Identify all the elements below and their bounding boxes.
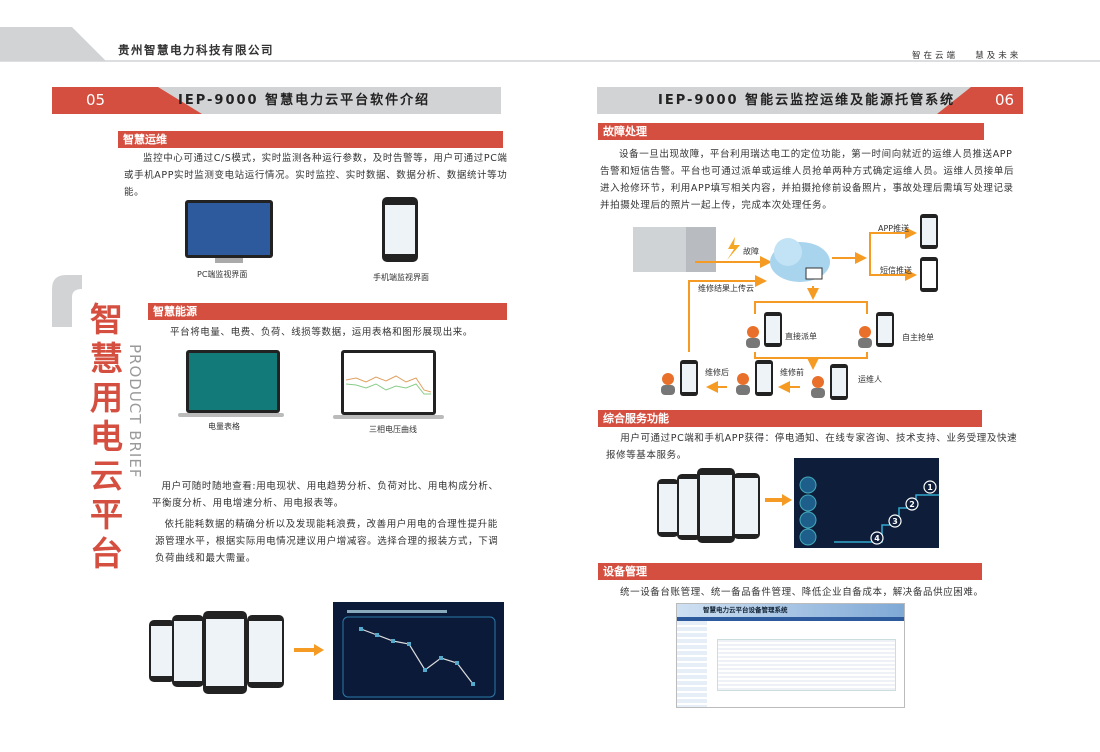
label-before: 维修前: [780, 368, 804, 377]
section-header-ops: 智慧运维: [118, 131, 503, 148]
section-header-energy: 智慧能源: [148, 303, 507, 320]
caption-phone: 手机端监视界面: [373, 273, 429, 282]
energy-analysis-text: 用户可随时随地查看:用电现状、用电趋势分析、负荷对比、用电构成分析、平衡度分析、…: [152, 481, 499, 509]
arrow-right-icon: [294, 644, 324, 656]
equipment-system-screenshot: 智慧电力云平台设备管理系统: [676, 603, 905, 708]
energy-saving-text: 依托能耗数据的精确分析以及发现能耗浪费，改善用户用电的合理性提升能源管理水平，根…: [155, 519, 499, 564]
laptop-base: [333, 415, 444, 419]
pc-monitor-image: [185, 200, 273, 258]
slogan: 智在云端 慧及未来: [912, 51, 1022, 61]
label-after: 维修后: [705, 368, 729, 377]
phone-image: [247, 615, 284, 688]
energy-text: 平台将电量、电费、负荷、线损等数据，运用表格和图形展现出来。: [170, 327, 474, 338]
label-app-push: APP推送: [878, 224, 910, 233]
ops-text: 监控中心可通过C/S模式，实时监测各种运行参数，及时告警等，用户可通过PC端或手…: [124, 153, 508, 198]
svg-text:2: 2: [909, 500, 915, 509]
fault-text: 设备一旦出现故障，平台利用瑞达电工的定位功能，第一时间向就近的运维人员推送APP…: [600, 149, 1015, 211]
label-grab: 自主抢单: [902, 333, 934, 342]
section-header-fault: 故障处理: [598, 123, 984, 140]
lightning-icon: [727, 237, 740, 260]
laptop-curve-image: [341, 350, 436, 415]
switchgear-image: [633, 227, 693, 272]
caption-table: 电量表格: [208, 422, 240, 431]
service-menu-image: 1 2 3 4: [794, 458, 939, 548]
page-title: IEP-9000 智能云监控运维及能源托管系统: [658, 93, 956, 108]
label-dispatch: 直接派单: [785, 332, 817, 341]
page-number: 06: [995, 91, 1015, 109]
label-staff: 运维人: [858, 375, 882, 384]
section-header-equipment: 设备管理: [598, 563, 982, 580]
equipment-text: 统一设备台账管理、统一备品备件管理、降低企业自备成本，解决备品供应困难。: [620, 587, 984, 598]
phone-image: [733, 473, 760, 539]
caption-curve: 三相电压曲线: [369, 425, 417, 434]
phone-image: [697, 468, 735, 543]
page-title: IEP-9000 智慧电力云平台软件介绍: [178, 93, 431, 108]
fault-workflow-diagram: [633, 214, 938, 400]
label-sms-push: 短信推送: [880, 266, 912, 275]
page-number: 05: [86, 91, 106, 109]
company-name: 贵州智慧电力科技有限公司: [118, 43, 274, 57]
load-curve-chart-image: [333, 602, 504, 700]
side-title: 智慧用电云平台: [90, 300, 123, 573]
svg-text:4: 4: [874, 534, 880, 543]
screenshot-title: 智慧电力云平台设备管理系统: [677, 604, 904, 617]
title-red-tab: [937, 87, 1023, 114]
service-text: 用户可通过PC端和手机APP获得：停电通知、在线专家咨询、技术支持、业务受理及快…: [606, 433, 1018, 461]
monitor-stand: [215, 258, 243, 263]
caption-pc: PC端监视界面: [197, 270, 248, 279]
section-header-service: 综合服务功能: [598, 410, 982, 427]
phone-image: [203, 611, 247, 694]
label-upload: 维修结果上传云: [698, 284, 754, 293]
phone-image: [172, 615, 204, 687]
phone-image: [382, 197, 418, 262]
svg-text:3: 3: [892, 517, 898, 526]
side-subtitle: PRODUCT BRIEF: [126, 344, 144, 479]
svg-text:1: 1: [927, 483, 933, 492]
worker-icon: [661, 326, 872, 398]
title-red-tab: [52, 87, 202, 114]
laptop-base: [178, 413, 284, 417]
phone-image: [657, 479, 679, 537]
quote-mark-icon: [52, 275, 82, 327]
header-band: [0, 27, 1100, 62]
arrow-right-icon: [765, 494, 792, 506]
laptop-table-image: [186, 350, 280, 413]
label-fault: 故障: [743, 247, 759, 256]
phone-image: [149, 620, 175, 682]
